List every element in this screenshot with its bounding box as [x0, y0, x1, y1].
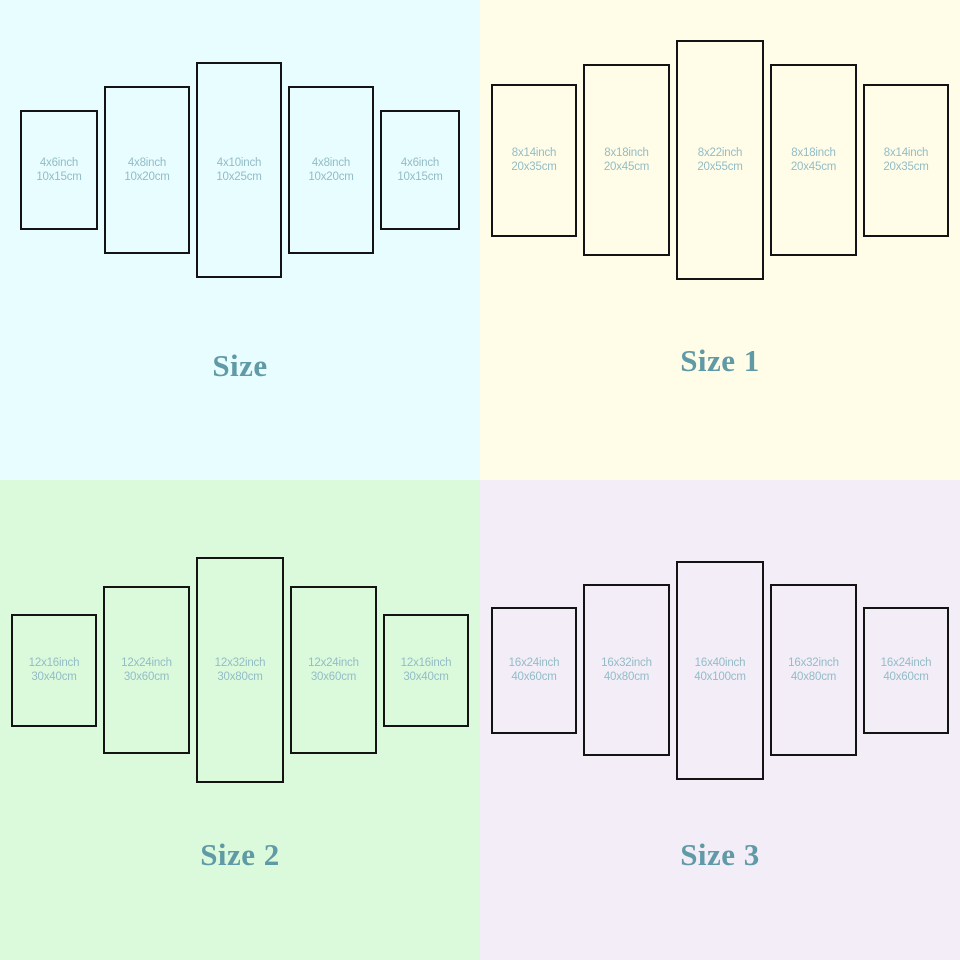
- canvas-panel: 16x24inch 40x60cm: [863, 606, 949, 734]
- panel-size-inch: 16x32inch: [601, 656, 652, 669]
- panel-size-inch: 12x24inch: [308, 656, 359, 669]
- panel-size-inch: 8x22inch: [697, 146, 743, 159]
- panel-group: 4x6inch 10x15cm 4x8inch 10x20cm 4x10inch 10x2…: [0, 0, 480, 340]
- panel-size-label: 16x40inch 40x100cm: [694, 656, 746, 685]
- panel-size-cm: 10x20cm: [308, 171, 354, 183]
- panel-size-label: 12x32inch 30x80cm: [215, 656, 266, 685]
- panel-size-label: 4x8inch 10x20cm: [124, 156, 169, 185]
- panel-size-cm: 10x25cm: [216, 171, 262, 183]
- canvas-panel: 8x18inch 20x45cm: [770, 64, 857, 256]
- canvas-panel: 4x6inch 10x15cm: [380, 110, 460, 230]
- panel-size-label: 16x32inch 40x80cm: [788, 656, 839, 685]
- quadrant-title: Size 1: [680, 343, 760, 378]
- panel-size-cm: 20x35cm: [883, 161, 929, 173]
- canvas-panel: 12x24inch 30x60cm: [290, 586, 377, 754]
- panel-group: 12x16inch 30x40cm 12x24inch 30x60cm 12x32inc…: [0, 500, 480, 840]
- canvas-panel: 8x22inch 20x55cm: [676, 40, 764, 280]
- panel-group: 16x24inch 40x60cm 16x32inch 40x80cm 16x40inc…: [480, 500, 960, 840]
- panel-size-inch: 12x24inch: [121, 656, 172, 669]
- panel-size-inch: 8x18inch: [604, 146, 649, 159]
- panel-size-label: 16x32inch 40x80cm: [601, 656, 652, 685]
- size-option-quadrant-size-1[interactable]: 8x14inch 20x35cm 8x18inch 20x45cm 8x22inch 20…: [480, 0, 960, 480]
- panel-size-label: 8x14inch 20x35cm: [883, 146, 928, 175]
- panel-size-label: 4x6inch 10x15cm: [397, 156, 442, 185]
- panel-size-label: 12x16inch 30x40cm: [29, 656, 80, 685]
- size-option-quadrant-size-2[interactable]: 12x16inch 30x40cm 12x24inch 30x60cm 12x32inc…: [0, 480, 480, 960]
- panel-size-label: 12x24inch 30x60cm: [121, 656, 172, 685]
- panel-size-cm: 20x45cm: [790, 161, 837, 173]
- size-option-quadrant-size[interactable]: 4x6inch 10x15cm 4x8inch 10x20cm 4x10inch 10x2…: [0, 0, 480, 480]
- panel-size-cm: 10x15cm: [397, 171, 443, 183]
- canvas-panel: 8x14inch 20x35cm: [491, 83, 577, 237]
- canvas-panel: 4x8inch 10x20cm: [288, 86, 374, 254]
- canvas-panel: 4x8inch 10x20cm: [104, 86, 190, 254]
- quadrant-title: Size: [212, 348, 268, 383]
- panel-size-cm: 10x20cm: [124, 171, 170, 183]
- panel-size-inch: 8x14inch: [883, 146, 929, 159]
- canvas-panel: 16x40inch 40x100cm: [676, 560, 764, 780]
- panel-size-label: 4x10inch 10x25cm: [216, 156, 261, 185]
- panel-size-label: 4x6inch 10x15cm: [36, 156, 81, 185]
- panel-size-inch: 16x32inch: [788, 656, 839, 669]
- panel-size-inch: 4x6inch: [400, 156, 440, 169]
- panel-group: 8x14inch 20x35cm 8x18inch 20x45cm 8x22inch 20…: [480, 0, 960, 330]
- panel-size-cm: 30x40cm: [403, 671, 449, 683]
- canvas-panel: 4x10inch 10x25cm: [196, 62, 282, 278]
- panel-size-inch: 16x24inch: [880, 656, 932, 669]
- canvas-panel: 16x24inch 40x60cm: [491, 606, 577, 734]
- canvas-panel: 16x32inch 40x80cm: [770, 584, 857, 756]
- canvas-panel: 4x6inch 10x15cm: [20, 110, 98, 230]
- quadrant-title: Size 2: [200, 837, 280, 872]
- panel-size-label: 12x24inch 30x60cm: [308, 656, 359, 685]
- panel-size-label: 16x24inch 40x60cm: [881, 656, 932, 685]
- panel-size-cm: 20x45cm: [603, 161, 650, 173]
- canvas-panel: 12x32inch 30x80cm: [196, 557, 284, 783]
- canvas-panel: 12x16inch 30x40cm: [383, 613, 469, 727]
- panel-size-inch: 12x32inch: [214, 656, 266, 669]
- size-option-quadrant-size-3[interactable]: 16x24inch 40x60cm 16x32inch 40x80cm 16x40inc…: [480, 480, 960, 960]
- canvas-panel: 16x32inch 40x80cm: [583, 584, 670, 756]
- panel-size-cm: 40x60cm: [883, 671, 929, 683]
- panel-size-cm: 40x80cm: [790, 671, 837, 683]
- canvas-panel: 12x16inch 30x40cm: [11, 613, 97, 727]
- panel-size-inch: 12x16inch: [28, 656, 80, 669]
- quadrant-title: Size 3: [680, 837, 760, 872]
- canvas-panel: 8x14inch 20x35cm: [863, 83, 949, 237]
- panel-size-label: 8x18inch 20x45cm: [791, 146, 836, 175]
- panel-size-inch: 4x10inch: [216, 156, 262, 169]
- panel-size-inch: 16x24inch: [508, 656, 560, 669]
- panel-size-label: 8x14inch 20x35cm: [511, 146, 556, 175]
- panel-size-label: 16x24inch 40x60cm: [509, 656, 560, 685]
- panel-size-cm: 20x55cm: [697, 161, 743, 173]
- panel-size-cm: 30x40cm: [31, 671, 77, 683]
- panel-size-inch: 8x14inch: [511, 146, 557, 159]
- panel-size-cm: 40x60cm: [511, 671, 557, 683]
- panel-size-label: 8x22inch 20x55cm: [697, 146, 742, 175]
- panel-size-label: 12x16inch 30x40cm: [401, 656, 452, 685]
- panel-size-inch: 4x8inch: [127, 156, 167, 169]
- panel-size-cm: 10x15cm: [36, 171, 82, 183]
- panel-size-inch: 4x6inch: [39, 156, 79, 169]
- panel-size-inch: 8x18inch: [791, 146, 836, 159]
- canvas-panel: 8x18inch 20x45cm: [583, 64, 670, 256]
- panel-size-inch: 12x16inch: [400, 656, 452, 669]
- panel-size-cm: 40x80cm: [603, 671, 650, 683]
- panel-size-cm: 30x60cm: [123, 671, 170, 683]
- panel-size-cm: 40x100cm: [694, 671, 746, 683]
- panel-size-label: 4x8inch 10x20cm: [308, 156, 353, 185]
- panel-size-label: 8x18inch 20x45cm: [604, 146, 649, 175]
- panel-size-cm: 30x80cm: [217, 671, 263, 683]
- panel-size-inch: 16x40inch: [694, 656, 746, 669]
- panel-size-cm: 30x60cm: [310, 671, 357, 683]
- panel-size-cm: 20x35cm: [511, 161, 557, 173]
- panel-size-inch: 4x8inch: [311, 156, 351, 169]
- canvas-panel: 12x24inch 30x60cm: [103, 586, 190, 754]
